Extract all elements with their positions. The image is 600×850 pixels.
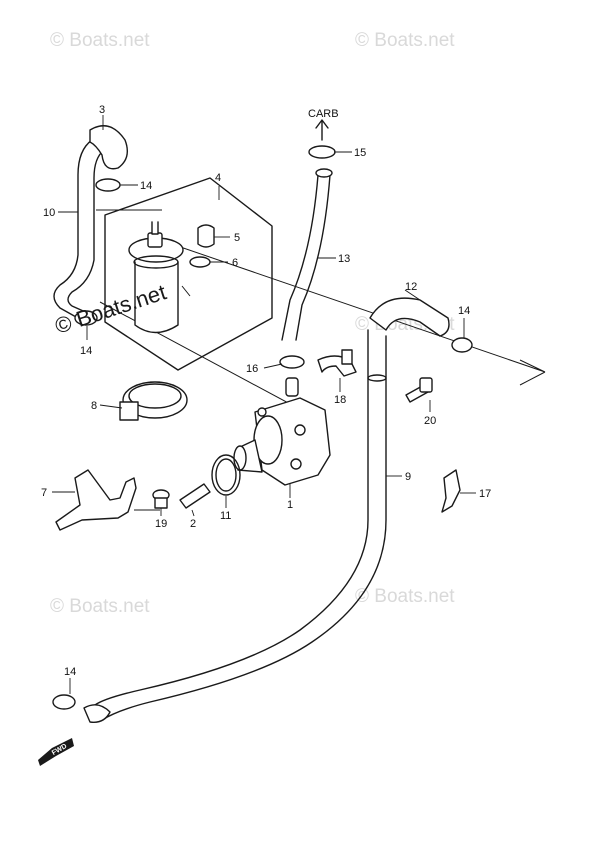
filter-frame xyxy=(104,177,273,371)
pump-bolt-c xyxy=(257,407,267,417)
clamp-14-bottom xyxy=(52,694,76,710)
hose-9-end xyxy=(83,704,111,723)
watermark-layer: © Boats.net © Boats.net © Boats.net © Bo… xyxy=(50,30,455,617)
band-8-tab xyxy=(119,401,139,421)
watermark-top-right: © Boats.net xyxy=(355,30,455,51)
filter-body xyxy=(134,261,179,334)
leader-8 xyxy=(99,404,123,409)
watermark-top-left: © Boats.net xyxy=(50,30,150,51)
hose-13-end xyxy=(315,168,333,178)
hose-13 xyxy=(279,119,336,369)
fwd-label: FWD xyxy=(51,743,68,757)
callout-12: 12 xyxy=(405,281,417,293)
filter-leaders xyxy=(96,209,191,297)
fuel-pump xyxy=(233,377,331,486)
leader-12 xyxy=(404,289,421,301)
band-8-inner xyxy=(128,383,182,409)
callout-6: 6 xyxy=(232,257,238,269)
clip-17 xyxy=(441,469,461,513)
fwd-arrow-shape xyxy=(38,738,74,766)
hose-10 xyxy=(53,125,128,326)
o-ring-11-inner xyxy=(215,458,237,492)
hose-9 xyxy=(52,297,473,723)
callout-18: 18 xyxy=(334,394,346,406)
callout-10: 10 xyxy=(43,207,55,219)
pump-bolt-b xyxy=(290,458,302,470)
bolt-20-head xyxy=(419,377,433,393)
callout-2: 2 xyxy=(190,518,196,530)
clip-6 xyxy=(189,256,211,268)
callout-14-top: 14 xyxy=(140,180,152,192)
clamp-15 xyxy=(308,145,336,159)
hose-13-inner xyxy=(295,174,331,341)
clamp-14-top xyxy=(95,178,121,192)
filter-nipple xyxy=(147,232,163,248)
callout-14-left: 14 xyxy=(80,345,92,357)
callout-1: 1 xyxy=(287,499,293,511)
leader-2 xyxy=(191,509,195,517)
callout-7: 7 xyxy=(41,487,47,499)
callout-14-right: 14 xyxy=(458,305,470,317)
filter-ring xyxy=(133,255,179,269)
callout-4: 4 xyxy=(215,172,221,184)
band-8 xyxy=(119,381,188,421)
callout-3: 3 xyxy=(99,104,105,116)
hose-3-elbow xyxy=(89,125,128,170)
callout-numbers: 3 10 14 4 5 6 14 15 13 12 14 16 18 8 20 … xyxy=(41,104,491,678)
callout-20: 20 xyxy=(424,415,436,427)
hose-9-inner xyxy=(101,335,387,721)
bracket-7 xyxy=(55,469,137,531)
carb-label: CARB xyxy=(308,108,339,120)
watermark-bottom-left: © Boats.net xyxy=(50,596,150,617)
o-ring-11 xyxy=(211,454,241,496)
watermark-bottom-right: © Boats.net xyxy=(355,586,455,607)
callout-19: 19 xyxy=(155,518,167,530)
bolt-19-shank xyxy=(154,497,168,509)
filter-outlet xyxy=(151,221,159,235)
fwd-arrow: FWD xyxy=(38,738,74,766)
leader-lines xyxy=(52,115,476,694)
bolt-19 xyxy=(152,489,170,509)
clamp-16 xyxy=(279,355,305,369)
fuel-filter-assembly xyxy=(96,177,273,371)
callout-11: 11 xyxy=(220,510,231,522)
callout-15: 15 xyxy=(354,147,366,159)
callout-16: 16 xyxy=(246,363,258,375)
hose-9-band xyxy=(367,374,387,382)
callout-9: 9 xyxy=(405,471,411,483)
clip-18-tab xyxy=(341,349,353,365)
pump-nozzle-tip xyxy=(233,445,247,471)
callout-14-bottom: 14 xyxy=(64,666,76,678)
hose-9-outer xyxy=(94,329,369,706)
callout-8: 8 xyxy=(91,400,97,412)
hose-10-outer xyxy=(53,139,93,323)
bolt-20 xyxy=(405,377,433,403)
callout-5: 5 xyxy=(234,232,240,244)
band-8-outer xyxy=(122,381,188,419)
pump-outlet xyxy=(285,377,299,397)
carb-arrow xyxy=(315,119,329,141)
clamp-14-right xyxy=(451,337,473,353)
callout-13: 13 xyxy=(338,253,350,265)
pin-2 xyxy=(179,483,211,509)
filter-grommet-5 xyxy=(197,224,215,248)
callout-17: 17 xyxy=(479,488,491,500)
pump-bolt-a xyxy=(294,424,306,436)
hose-12-elbow xyxy=(369,297,450,337)
hose-10-inner xyxy=(67,149,105,315)
clamp-14-left xyxy=(74,310,98,326)
leader-16 xyxy=(263,363,283,369)
hose-13-outer xyxy=(281,174,319,341)
